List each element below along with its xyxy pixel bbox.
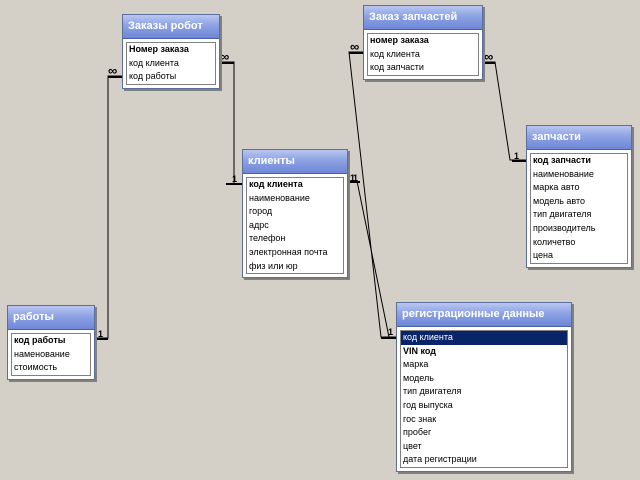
field-list: код работы наменование стоимость — [11, 333, 91, 376]
cardinality-one: 1 — [388, 327, 394, 337]
field-item[interactable]: производитель — [533, 222, 596, 233]
cardinality-many: ∞ — [350, 39, 360, 54]
table-klienty[interactable]: клиенты код клиента наименование город а… — [242, 149, 348, 279]
field-item-selected[interactable]: код клиента — [401, 331, 567, 345]
rel-line-zakaz-registr[interactable] — [348, 51, 396, 338]
table-title[interactable]: клиенты — [243, 150, 347, 174]
field-item[interactable]: дата регистрации — [403, 454, 477, 465]
field-item[interactable]: адрс — [249, 219, 269, 230]
field-item[interactable]: номер заказа — [370, 35, 429, 45]
field-item[interactable]: код работы — [14, 335, 66, 345]
field-item[interactable]: наименование — [249, 192, 310, 203]
field-item[interactable]: VIN код — [403, 345, 436, 356]
cardinality-many: ∞ — [220, 49, 230, 64]
field-item[interactable]: стоимость — [14, 362, 58, 373]
cardinality-one: 1 — [232, 174, 238, 184]
field-item[interactable]: наименование — [533, 168, 594, 179]
field-item[interactable]: год выпуска — [403, 399, 453, 410]
cardinality-one: 1 — [514, 151, 520, 161]
field-item[interactable]: гос знак — [403, 413, 437, 424]
field-list: код клиента VIN код марка модель тип дви… — [400, 330, 568, 468]
field-item[interactable]: код работы — [129, 71, 177, 82]
field-item[interactable]: Номер заказа — [129, 44, 189, 54]
field-item[interactable]: тип двигателя — [403, 386, 462, 397]
field-item[interactable]: телефон — [249, 233, 286, 244]
field-item[interactable]: электронная почта — [249, 246, 328, 257]
field-list: Номер заказа код клиента код работы — [126, 42, 216, 85]
field-item[interactable]: код запчасти — [533, 155, 591, 165]
table-title[interactable]: запчасти — [527, 126, 631, 150]
field-item[interactable]: код клиента — [129, 57, 179, 68]
table-title[interactable]: работы — [8, 306, 94, 330]
field-item[interactable]: код клиента — [370, 48, 420, 59]
field-list: код клиента наименование город адрс теле… — [246, 177, 344, 275]
rel-line-klienty-registr[interactable] — [347, 180, 390, 338]
field-item[interactable]: цена — [533, 250, 554, 261]
field-item[interactable]: модель авто — [533, 195, 586, 206]
table-title[interactable]: Заказы робот — [123, 15, 219, 39]
field-item[interactable]: модель — [403, 372, 434, 383]
table-raboty[interactable]: работы код работы наменование стоимость — [7, 305, 95, 380]
field-list: номер заказа код клиента код запчасти — [367, 33, 479, 76]
cardinality-one: 1 — [353, 173, 359, 183]
field-item[interactable]: тип двигателя — [533, 209, 592, 220]
field-item[interactable]: код запчасти — [370, 62, 424, 73]
table-zapchasti[interactable]: запчасти код запчасти наименование марка… — [526, 125, 632, 268]
field-item[interactable]: цвет — [403, 440, 422, 451]
table-title[interactable]: регистрационные данные — [397, 303, 571, 327]
field-item[interactable]: марка — [403, 359, 429, 370]
field-item[interactable]: наменование — [14, 348, 70, 359]
cardinality-one: 1 — [350, 173, 356, 183]
table-registratsionnye-dannye[interactable]: регистрационные данные код клиента VIN к… — [396, 302, 572, 472]
field-item[interactable]: код клиента — [249, 179, 303, 189]
rel-line-raboty-zakazy[interactable] — [93, 75, 122, 339]
cardinality-one: 1 — [98, 329, 104, 339]
cardinality-many: ∞ — [484, 49, 494, 64]
rel-line-zakazy-klienty[interactable] — [219, 61, 242, 185]
field-item[interactable]: город — [249, 206, 273, 217]
field-item[interactable]: физ или юр — [249, 260, 298, 271]
cardinality-many: ∞ — [108, 63, 118, 78]
table-zakazy-robot[interactable]: Заказы робот Номер заказа код клиента ко… — [122, 14, 220, 89]
field-item[interactable]: марка авто — [533, 182, 580, 193]
table-zakaz-zapchastey[interactable]: Заказ запчастей номер заказа код клиента… — [363, 5, 483, 80]
field-item[interactable]: количетво — [533, 236, 576, 247]
field-list: код запчасти наименование марка авто мод… — [530, 153, 628, 264]
table-title[interactable]: Заказ запчастей — [364, 6, 482, 30]
field-item[interactable]: пробег — [403, 427, 432, 438]
rel-line-zakaz-zapchasti[interactable] — [481, 61, 526, 161]
